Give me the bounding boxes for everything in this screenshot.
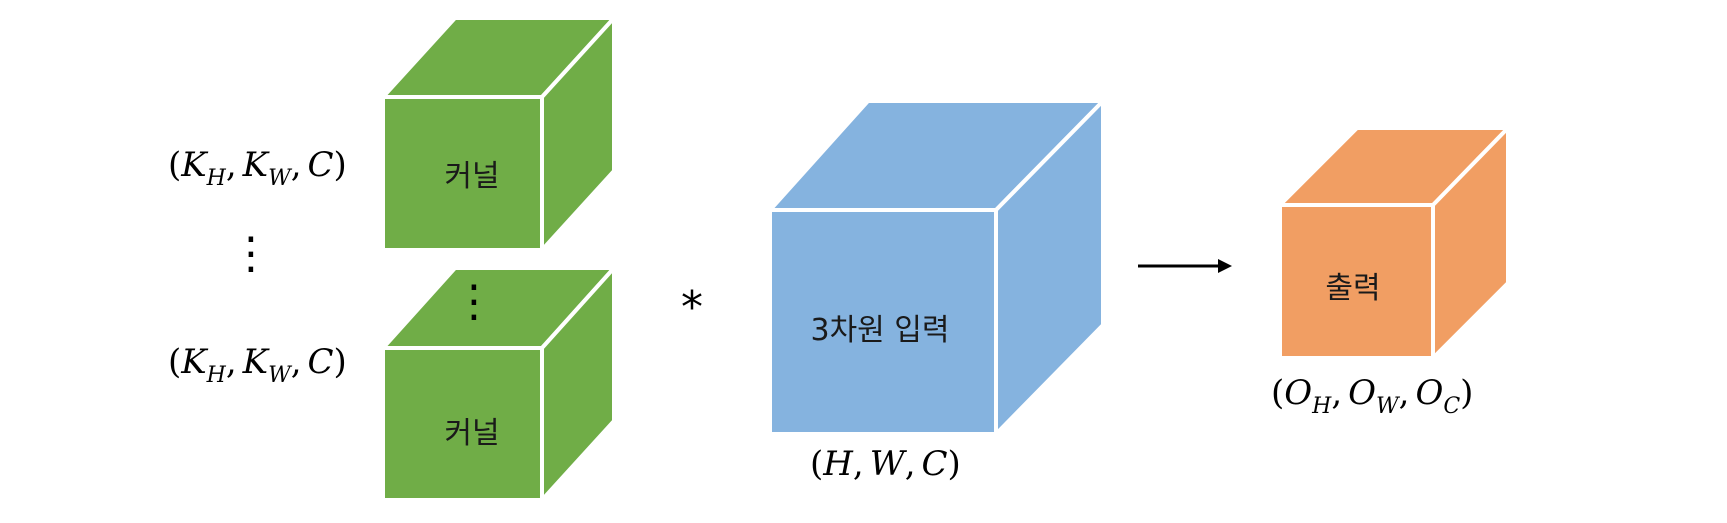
input-cube bbox=[765, 96, 1108, 439]
kernel-top-label: 커널 bbox=[444, 159, 499, 194]
output-dims: (OH,OW,OC) bbox=[1271, 373, 1473, 419]
ellipsis-left: ⋮ bbox=[229, 228, 273, 279]
input-dims: (H,W,C) bbox=[810, 444, 961, 484]
output-cube-label: 출력 bbox=[1325, 271, 1380, 306]
kernel-top-dims: (KH,KW,C) bbox=[168, 145, 347, 191]
ellipsis-cube: ⋮ bbox=[452, 276, 496, 327]
kernel-cube-bottom bbox=[378, 262, 619, 506]
output-cube bbox=[1275, 123, 1513, 363]
kernel-bottom-label: 커널 bbox=[444, 416, 499, 451]
kernel-cube-top bbox=[378, 12, 619, 256]
convolution-operator: * bbox=[681, 282, 703, 333]
input-cube-label: 3차원 입력 bbox=[810, 313, 949, 348]
right-arrow-icon bbox=[1138, 259, 1232, 273]
kernel-bottom-dims: (KH,KW,C) bbox=[168, 342, 347, 388]
